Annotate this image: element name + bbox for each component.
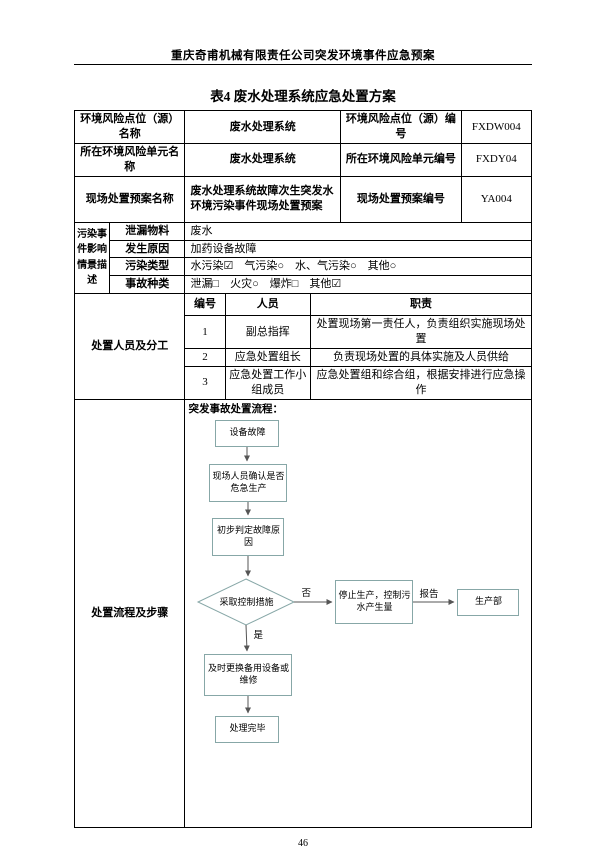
risk-point-code-label: 环境风险点位（源）编号 xyxy=(340,110,462,144)
flowchart: 突发事故处置流程： xyxy=(186,400,531,826)
flow-edge-yes-label: 是 xyxy=(253,630,263,641)
table-row: 处置人员及分工 编号 人员 职责 xyxy=(73,293,533,400)
table-row: 2 应急处置组长 负责现场处置的具体实施及人员供给 xyxy=(75,348,533,368)
flow-node-stop-production: 停止生产，控制污水产生量 xyxy=(335,579,414,624)
personnel-row-duty: 负责现场处置的具体实施及人员供给 xyxy=(309,348,533,368)
flowchart-cell: 突发事故处置流程： xyxy=(184,398,532,828)
leak-material-value: 废水 xyxy=(184,221,532,241)
risk-point-name-label: 环境风险点位（源）名称 xyxy=(73,110,186,144)
personnel-header-person: 人员 xyxy=(224,293,311,317)
table-row: 事故种类 泄漏□ 火灾○ 爆炸□ 其他☑ xyxy=(75,275,532,295)
personnel-row-no: 3 xyxy=(184,366,226,400)
risk-unit-code-label: 所在环境风险单元编号 xyxy=(340,143,462,177)
personnel-section-label: 处置人员及分工 xyxy=(73,293,186,400)
personnel-row-person: 副总指挥 xyxy=(224,315,311,350)
table-row: 处置流程及步骤 突发事故处置流程： xyxy=(73,398,532,828)
flow-edge-report-label: 报告 xyxy=(419,589,439,600)
personnel-header-duty: 职责 xyxy=(309,293,533,317)
flow-node-replace-or-repair: 及时更换备用设备或维修 xyxy=(204,653,293,696)
flow-node-confirm-production-risk: 现场人员确认是否危急生产 xyxy=(209,463,288,502)
table-row: 污染类型 水污染☑ 气污染○ 水、气污染○ 其他○ xyxy=(75,257,532,277)
risk-unit-code-value: FXDY04 xyxy=(460,143,533,177)
flow-node-equipment-failure: 设备故障 xyxy=(215,419,280,447)
accident-kind-options: 泄漏□ 火灾○ 爆炸□ 其他☑ xyxy=(184,275,532,295)
pollution-type-options: 水污染☑ 气污染○ 水、气污染○ 其他○ xyxy=(184,257,532,277)
risk-unit-name-value: 废水处理系统 xyxy=(184,143,342,177)
accident-kind-label: 事故种类 xyxy=(109,275,186,295)
cause-label: 发生原因 xyxy=(109,239,186,259)
risk-point-code-value: FXDW004 xyxy=(460,110,533,144)
personnel-header-no: 编号 xyxy=(184,293,226,317)
page-number: 46 xyxy=(298,838,308,849)
pollution-type-label: 污染类型 xyxy=(109,257,186,277)
document-header-title: 重庆奇甫机械有限责任公司突发环境事件应急预案 xyxy=(171,50,435,62)
risk-point-name-value: 废水处理系统 xyxy=(184,110,342,144)
emergency-plan-table: 环境风险点位（源）名称 废水处理系统 环境风险点位（源）编号 FXDW004 所… xyxy=(73,110,533,828)
personnel-row-person: 应急处置工作小组成员 xyxy=(224,366,311,400)
flow-decision-control-measures: 采取控制措施 xyxy=(219,596,274,607)
plan-code-label: 现场处置预案编号 xyxy=(340,175,462,223)
table-row: 1 副总指挥 处置现场第一责任人，负责组织实施现场处置 xyxy=(75,315,533,350)
flow-edge-no-label: 否 xyxy=(301,588,311,599)
table-row: 所在环境风险单元名称 废水处理系统 所在环境风险单元编号 FXDY04 xyxy=(73,143,533,177)
cause-value: 加药设备故障 xyxy=(184,239,532,259)
leak-material-label: 泄漏物料 xyxy=(109,221,186,241)
table-row: 发生原因 加药设备故障 xyxy=(75,239,532,259)
table-row: 现场处置预案名称 废水处理系统故障次生突发水环境污染事件现场处置预案 现场处置预… xyxy=(73,175,533,223)
table-row: 3 应急处置工作小组成员 应急处置组和综合组，根据安排进行应急操作 xyxy=(75,366,533,400)
table-row: 环境风险点位（源）名称 废水处理系统 环境风险点位（源）编号 FXDW004 xyxy=(73,110,533,144)
personnel-row-no: 2 xyxy=(184,348,226,368)
personnel-row-duty: 应急处置组和综合组，根据安排进行应急操作 xyxy=(309,366,533,400)
flow-node-preliminary-diagnosis: 初步判定故障原因 xyxy=(212,517,285,556)
table-row: 污染事件影响情景描述 泄漏物料 废水 xyxy=(73,221,532,295)
risk-unit-name-label: 所在环境风险单元名称 xyxy=(73,143,186,177)
impact-section-label: 污染事件影响情景描述 xyxy=(73,221,111,295)
flowchart-title: 突发事故处置流程： xyxy=(188,403,283,415)
plan-name-label: 现场处置预案名称 xyxy=(73,175,186,223)
header-divider xyxy=(74,64,532,65)
flow-node-finished: 处理完毕 xyxy=(215,715,280,743)
personnel-row-person: 应急处置组长 xyxy=(224,348,311,368)
personnel-row-duty: 处置现场第一责任人，负责组织实施现场处置 xyxy=(309,315,533,350)
plan-code-value: YA004 xyxy=(460,175,533,223)
personnel-row-no: 1 xyxy=(184,315,226,350)
flow-node-production-dept: 生产部 xyxy=(457,588,520,616)
table-title: 表4 废水处理系统应急处置方案 xyxy=(210,89,396,104)
flow-connectors xyxy=(197,446,455,714)
flow-section-label: 处置流程及步骤 xyxy=(73,398,186,828)
plan-name-value: 废水处理系统故障次生突发水环境污染事件现场处置预案 xyxy=(184,175,342,223)
